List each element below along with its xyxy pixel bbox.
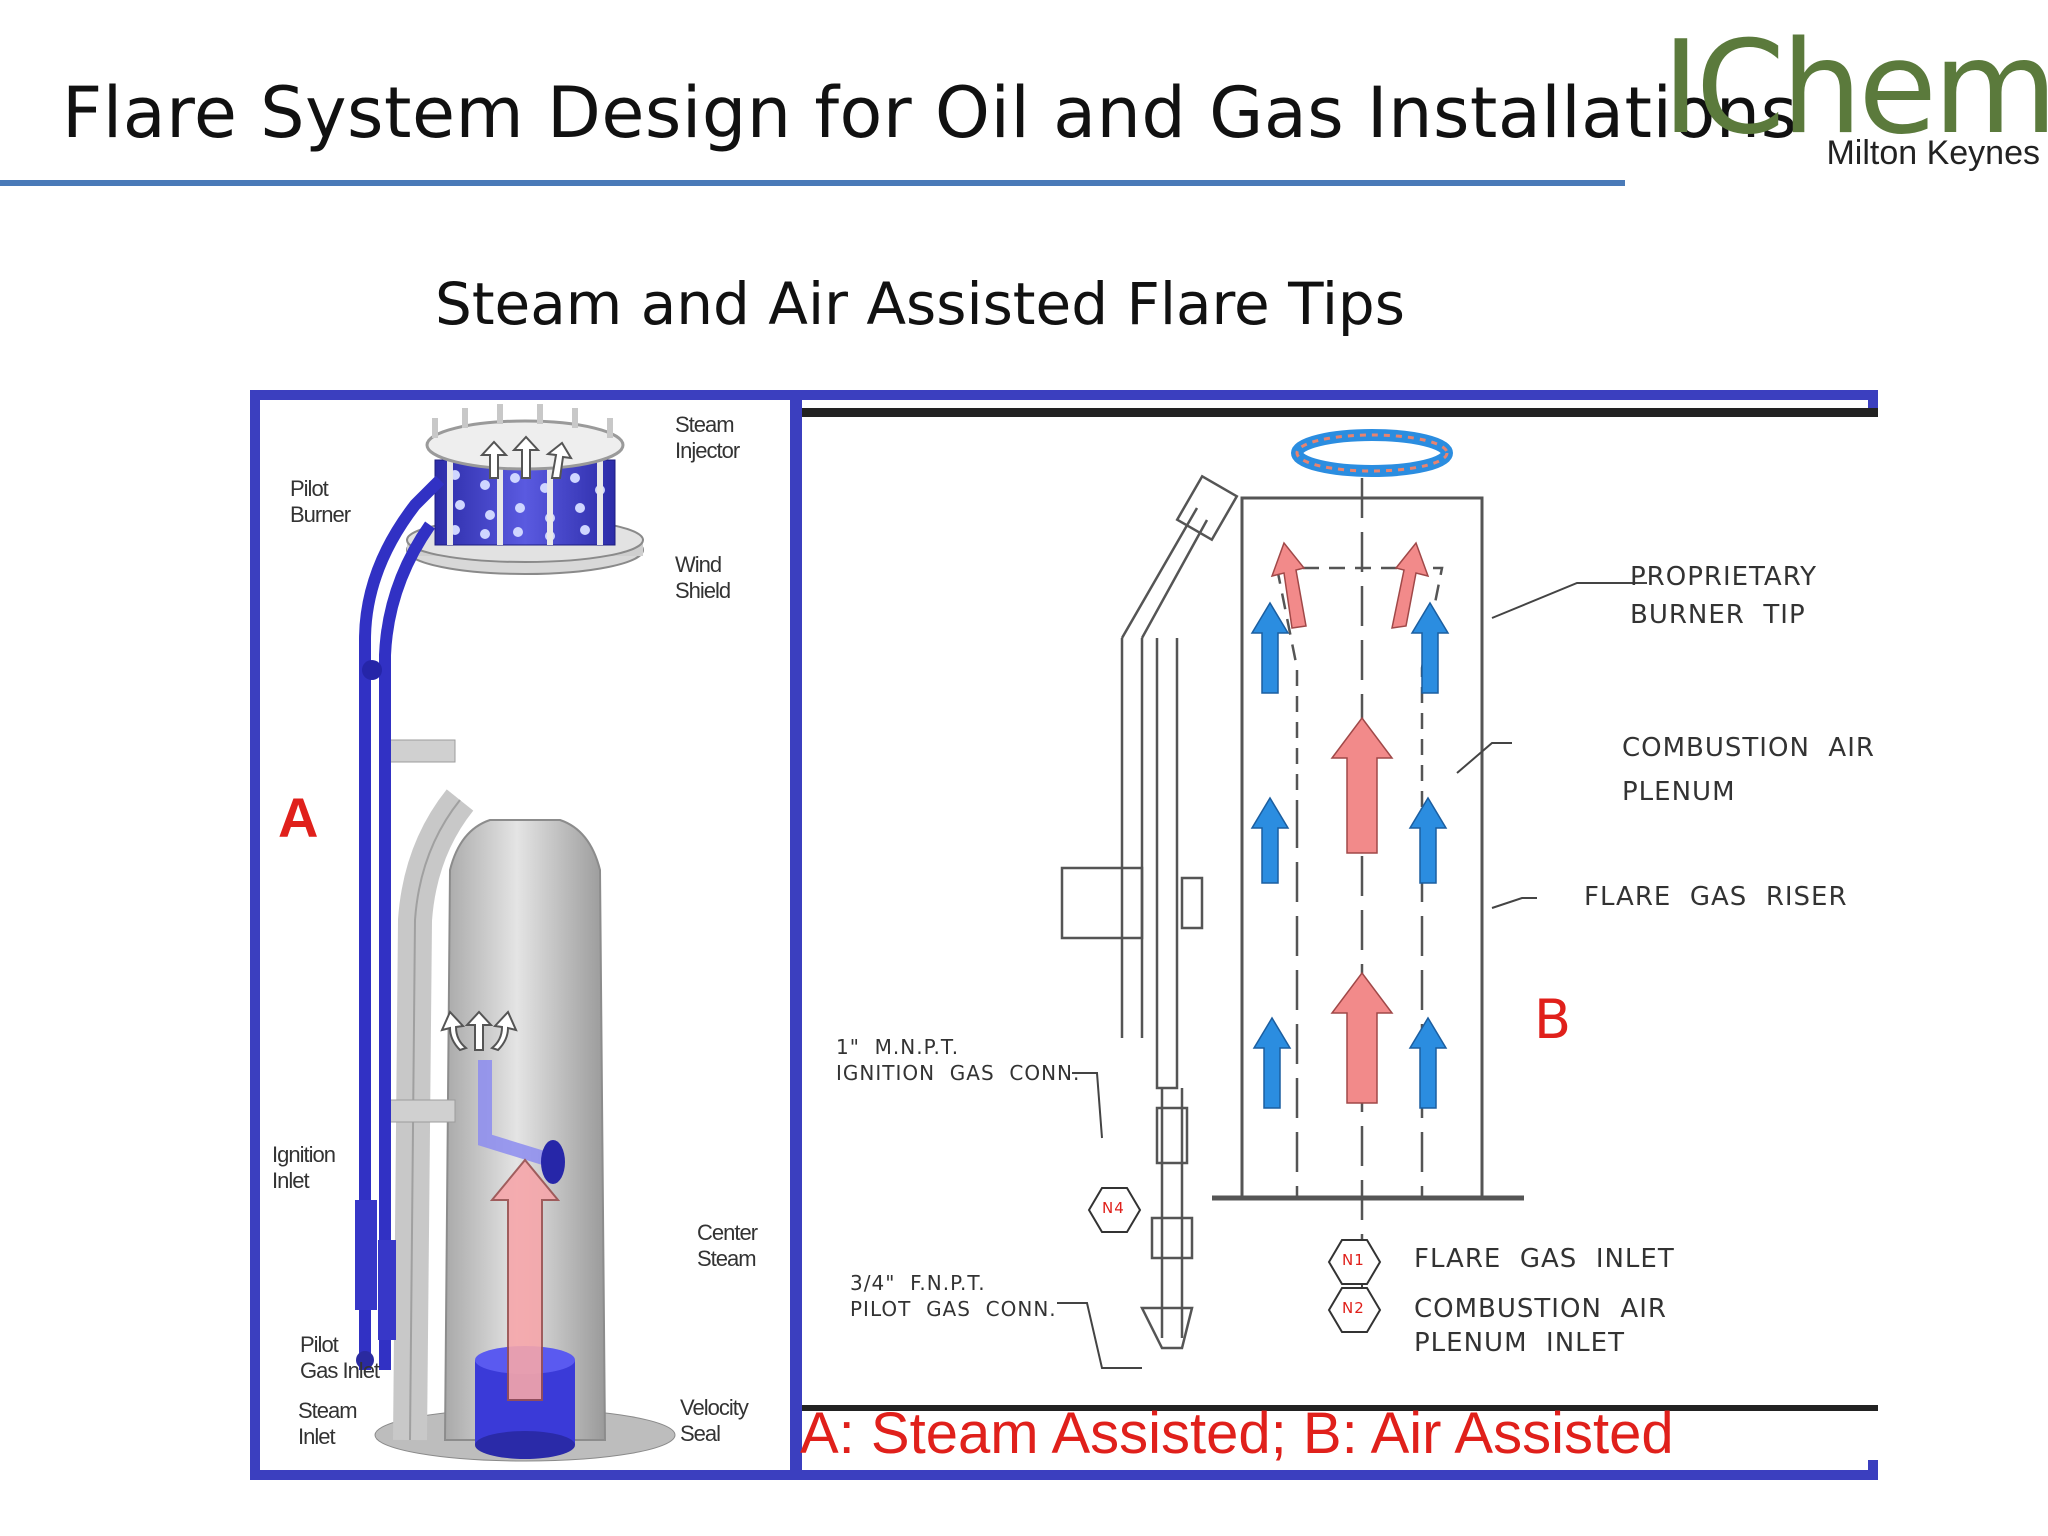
label-velocity-seal: Velocity Seal: [680, 1395, 749, 1446]
label-wind-shield: Wind Shield: [675, 552, 731, 603]
panel-b-letter: B: [1534, 988, 1572, 1051]
center-steam-pipe: [478, 1060, 553, 1167]
label-pilot-conn: 3/4" F.N.P.T. PILOT GAS CONN.: [850, 1271, 1057, 1321]
pilot-burner-pipe: [359, 475, 445, 1370]
bracket: [379, 1099, 456, 1123]
center-flow-arrows: [440, 1010, 518, 1052]
label-steam-injector: Steam Injector: [675, 412, 740, 463]
label-air-plenum: COMBUSTION AIR PLENUM: [1622, 733, 1875, 807]
label-ignition-inlet: Ignition Inlet: [272, 1142, 336, 1193]
logo-branch: Milton Keynes: [1826, 134, 2040, 172]
label-pilot-gas-inlet: Pilot Gas Inlet: [300, 1332, 380, 1383]
air-assisted-schematic: PROPRIETARY BURNER TIP COMBUSTION AIR PL…: [802, 408, 1878, 1460]
stack-body: [443, 819, 607, 1441]
bracket: [384, 739, 456, 763]
slide-subtitle: Steam and Air Assisted Flare Tips: [435, 270, 1405, 338]
air-flow-arrows: [1250, 601, 1450, 1109]
title-divider: [0, 180, 1625, 186]
label-gas-inlet: FLARE GAS INLET: [1414, 1244, 1675, 1274]
panel-a-letter: A: [278, 786, 319, 849]
nozzle-n4-label: N4: [1102, 1199, 1125, 1217]
label-burner-tip: PROPRIETARY BURNER TIP: [1630, 562, 1817, 630]
nozzle-n2: [1327, 1287, 1382, 1333]
nozzle-n2-label: N2: [1342, 1299, 1365, 1317]
air-flare-schematic: [802, 408, 1878, 1411]
tip-flow-arrows: [479, 435, 573, 479]
injector-nozzles: [432, 404, 613, 438]
steam-flare-drawing: [355, 404, 676, 1462]
gas-flow-arrow: [489, 1158, 561, 1401]
label-pilot-burner: Pilot Burner: [290, 476, 351, 527]
icheme-logo: IChemE Milton Keynes: [1660, 14, 2048, 189]
nozzle-n1: [1327, 1239, 1382, 1285]
panel-divider: [790, 400, 802, 1480]
gas-flow-arrows: [1270, 541, 1430, 1104]
figure-frame: Steam Injector Wind Shield Pilot Burner …: [250, 390, 1878, 1480]
logo-wordmark: IChemE: [1662, 14, 2048, 163]
figure-caption: A: Steam Assisted; B: Air Assisted: [800, 1401, 1674, 1466]
nozzle-n4: [1087, 1187, 1142, 1233]
label-gas-riser: FLARE GAS RISER: [1584, 882, 1848, 912]
label-steam-inlet: Steam Inlet: [298, 1398, 358, 1449]
logo-main-text: IChem: [1662, 14, 2048, 163]
label-ignition-conn: 1" M.N.P.T. IGNITION GAS CONN.: [836, 1035, 1081, 1085]
pilot-assembly: [1060, 474, 1239, 1350]
slide-title: Flare System Design for Oil and Gas Inst…: [62, 72, 1798, 154]
label-center-steam: Center Steam: [697, 1220, 758, 1271]
steam-assisted-illustration: Steam Injector Wind Shield Pilot Burner …: [260, 400, 790, 1470]
nozzle-n1-label: N1: [1342, 1251, 1365, 1269]
label-air-inlet: COMBUSTION AIR PLENUM INLET: [1414, 1294, 1667, 1358]
